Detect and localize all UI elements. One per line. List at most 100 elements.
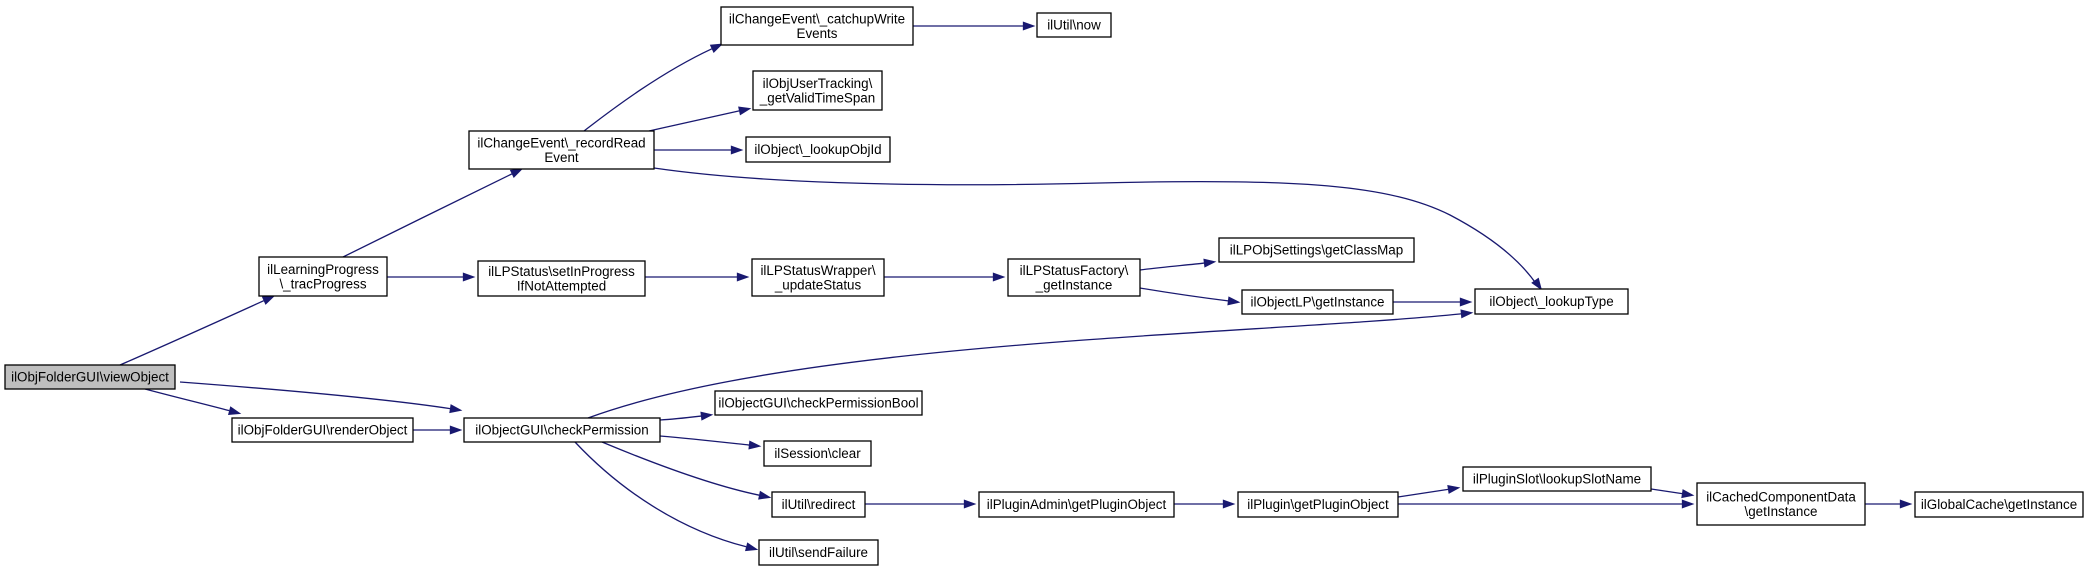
arrowhead	[1203, 258, 1217, 268]
node-validtime[interactable]: ilObjUserTracking\_getValidTimeSpan	[752, 70, 883, 111]
node-box	[978, 491, 1175, 518]
node-objlp[interactable]: ilObjectLP\getInstance	[1241, 289, 1394, 315]
node-now[interactable]: ilUtil\now	[1036, 12, 1112, 38]
node-cached[interactable]: ilCachedComponentData\getInstance	[1696, 482, 1866, 526]
arrowhead	[261, 295, 276, 305]
arrowhead	[1460, 309, 1474, 319]
edge-lpfactory-to-objlp	[1139, 287, 1241, 306]
nodes-layer: ilObjFolderGUI\viewObject ilLearningProgr…	[4, 6, 2084, 566]
node-checkpermbool[interactable]: ilObjectGUI\checkPermissionBool	[714, 390, 923, 416]
node-label-line: ilObject\_lookupType	[1489, 294, 1613, 309]
node-label-line: ilObjFolderGUI\renderObject	[238, 423, 408, 438]
edge-recordread-to-catchup	[583, 43, 724, 132]
arrowhead	[738, 106, 752, 116]
node-label-line: ilObjUserTracking\	[763, 76, 873, 91]
arrowhead	[449, 404, 463, 414]
node-plugin[interactable]: ilPlugin\getPluginObject	[1237, 491, 1399, 518]
arrowhead	[748, 440, 762, 450]
edge-recordread-to-lookupobjid	[653, 145, 744, 155]
node-box	[4, 364, 176, 390]
node-box	[771, 491, 866, 518]
node-pluginslot[interactable]: ilPluginSlot\lookupSlotName	[1462, 466, 1652, 492]
edge-root-to-checkperm	[179, 381, 463, 414]
node-label-line: ilLPStatusWrapper\	[760, 263, 875, 278]
edge-render-to-checkperm	[413, 425, 463, 435]
edge-checkperm-to-sendfailure	[574, 441, 759, 552]
node-label-line: ilLearningProgress	[267, 262, 379, 277]
node-box	[1474, 288, 1629, 315]
edge-checkperm-to-sessclear	[659, 435, 762, 450]
node-label-line: _getInstance	[1035, 277, 1113, 292]
node-lookupobjid[interactable]: ilObject\_lookupObjId	[745, 136, 891, 163]
node-label-line: ilSession\clear	[774, 446, 861, 461]
arrowhead	[1447, 484, 1461, 494]
node-box	[758, 539, 879, 566]
edge-root-to-trac	[119, 295, 276, 366]
edge-checkperm-to-redirect	[601, 441, 772, 500]
arrowhead	[758, 490, 772, 500]
node-label-line: ilObjFolderGUI\viewObject	[11, 370, 169, 385]
node-label-line: ilLPObjSettings\getClassMap	[1230, 243, 1403, 258]
arrowhead	[700, 411, 714, 421]
node-classmap[interactable]: ilLPObjSettings\getClassMap	[1218, 237, 1415, 263]
node-box	[468, 130, 655, 170]
arrowhead	[1227, 296, 1241, 306]
node-label-line: ilLPStatus\setInProgress	[488, 264, 635, 279]
arrowhead	[1459, 297, 1473, 307]
node-root[interactable]: ilObjFolderGUI\viewObject	[4, 364, 176, 390]
node-box	[763, 440, 872, 467]
arrowhead	[963, 499, 977, 509]
arrowhead	[509, 168, 524, 179]
node-label-line: \getInstance	[1745, 504, 1818, 519]
node-label-line: _getValidTimeSpan	[759, 90, 875, 105]
node-updatestatus[interactable]: ilLPStatusWrapper\_updateStatus	[751, 258, 885, 297]
edge-lpfactory-to-classmap	[1139, 258, 1217, 271]
node-label-line: ilObject\_lookupObjId	[754, 142, 881, 157]
edge-plugin-to-cached	[1398, 499, 1695, 509]
arrowhead	[1681, 499, 1695, 509]
node-box	[1696, 482, 1866, 526]
node-checkperm[interactable]: ilObjectGUI\checkPermission	[463, 417, 661, 443]
node-label-line: ilGlobalCache\getInstance	[1921, 497, 2077, 512]
edges-layer	[119, 21, 1913, 552]
edge-updatestatus-to-lpfactory	[884, 272, 1006, 282]
edge-pluginadmin-to-plugin	[1174, 499, 1236, 509]
node-label-line: Event	[544, 150, 579, 165]
arrowhead	[227, 406, 242, 416]
node-sendfailure[interactable]: ilUtil\sendFailure	[758, 539, 879, 566]
arrowhead	[736, 272, 750, 282]
node-label-line: ilCachedComponentData	[1706, 489, 1856, 504]
arrowhead	[1222, 499, 1236, 509]
node-box	[751, 258, 885, 297]
node-box	[745, 136, 891, 163]
node-box	[1462, 466, 1652, 492]
node-box	[720, 6, 914, 46]
node-label-line: ilPlugin\getPluginObject	[1247, 497, 1389, 512]
node-label-line: ilObjectGUI\checkPermission	[475, 423, 648, 438]
node-pluginadmin[interactable]: ilPluginAdmin\getPluginObject	[978, 491, 1175, 518]
node-lpfactory[interactable]: ilLPStatusFactory\_getInstance	[1007, 258, 1141, 297]
node-label-line: _updateStatus	[774, 277, 862, 292]
edge-recordread-to-lookuptype	[653, 167, 1543, 291]
node-box	[1237, 491, 1399, 518]
edge-redirect-to-pluginadmin	[865, 499, 977, 509]
node-label-line: ilPluginAdmin\getPluginObject	[987, 497, 1167, 512]
edge-root-to-render	[144, 388, 242, 416]
node-box	[714, 390, 923, 416]
edge-recordread-to-validtime	[648, 106, 752, 132]
node-label-line: ilObjectLP\getInstance	[1251, 295, 1385, 310]
node-trac[interactable]: ilLearningProgress\_tracProgress	[258, 256, 388, 297]
node-redirect[interactable]: ilUtil\redirect	[771, 491, 866, 518]
node-label-line: ilPluginSlot\lookupSlotName	[1473, 472, 1641, 487]
node-box	[1241, 289, 1394, 315]
node-globalcache[interactable]: ilGlobalCache\getInstance	[1914, 491, 2084, 518]
node-sessclear[interactable]: ilSession\clear	[763, 440, 872, 467]
edge-trac-to-setinprog	[387, 272, 476, 282]
node-lookuptype[interactable]: ilObject\_lookupType	[1474, 288, 1629, 315]
node-render[interactable]: ilObjFolderGUI\renderObject	[231, 417, 414, 443]
edge-checkperm-to-checkpermbool	[659, 411, 714, 421]
